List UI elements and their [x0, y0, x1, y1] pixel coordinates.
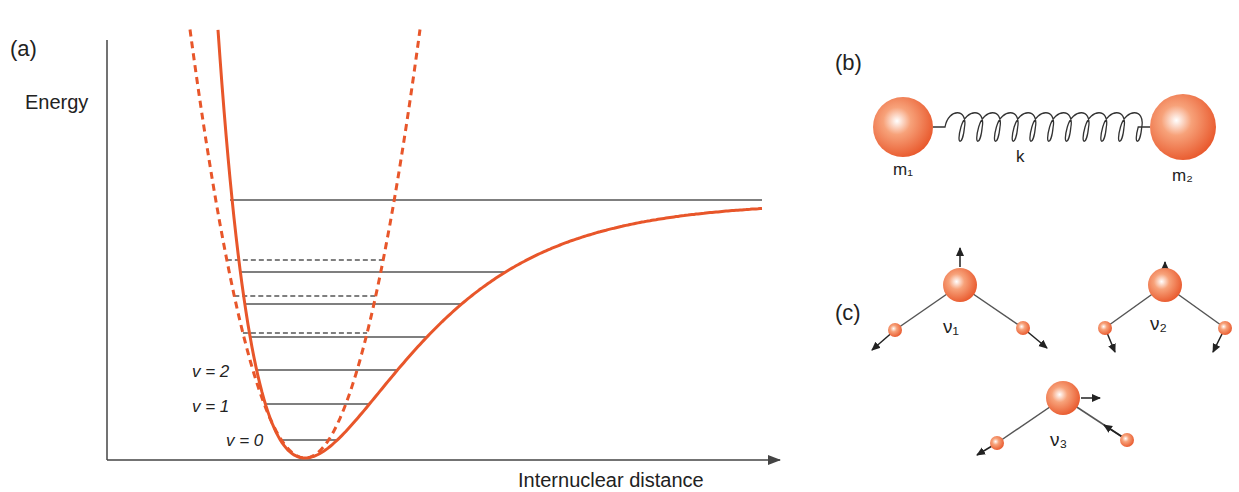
mass-label: m₂	[1172, 167, 1193, 184]
energy-level	[240, 271, 505, 272]
panel-label: (c)	[835, 302, 861, 324]
level-label: v = 2	[192, 363, 229, 380]
mode-label: ν₃	[1050, 430, 1067, 449]
axis-title: Internuclear distance	[518, 470, 704, 490]
mass-ball	[1150, 94, 1216, 160]
energy-level	[250, 336, 427, 337]
panel-label: (a)	[10, 38, 37, 60]
level-label: v = 1	[192, 398, 229, 415]
energy-level	[243, 332, 367, 333]
mass-label: m₁	[893, 161, 913, 178]
x-axis	[107, 459, 780, 461]
energy-levels	[227, 200, 762, 440]
atoms	[888, 268, 1232, 450]
energy-level	[257, 369, 398, 370]
level-label: v = 0	[226, 432, 263, 449]
energy-level	[245, 303, 462, 304]
mode-label: ν₁	[943, 317, 959, 336]
morse-curve	[218, 30, 762, 458]
panel-label: (b)	[835, 52, 862, 74]
spring	[933, 113, 1150, 142]
energy-level	[230, 199, 762, 200]
energy-level	[265, 403, 369, 404]
y-axis	[106, 40, 108, 460]
energy-level	[234, 295, 375, 296]
energy-level	[227, 259, 383, 260]
displacement-arrows	[872, 248, 1225, 455]
harmonic-curve	[190, 30, 420, 459]
spring-label: k	[1016, 148, 1025, 165]
mode-label: ν₂	[1150, 314, 1167, 333]
mass-ball	[873, 97, 933, 157]
axis-title: Energy	[25, 92, 88, 112]
bonds	[895, 285, 1225, 443]
